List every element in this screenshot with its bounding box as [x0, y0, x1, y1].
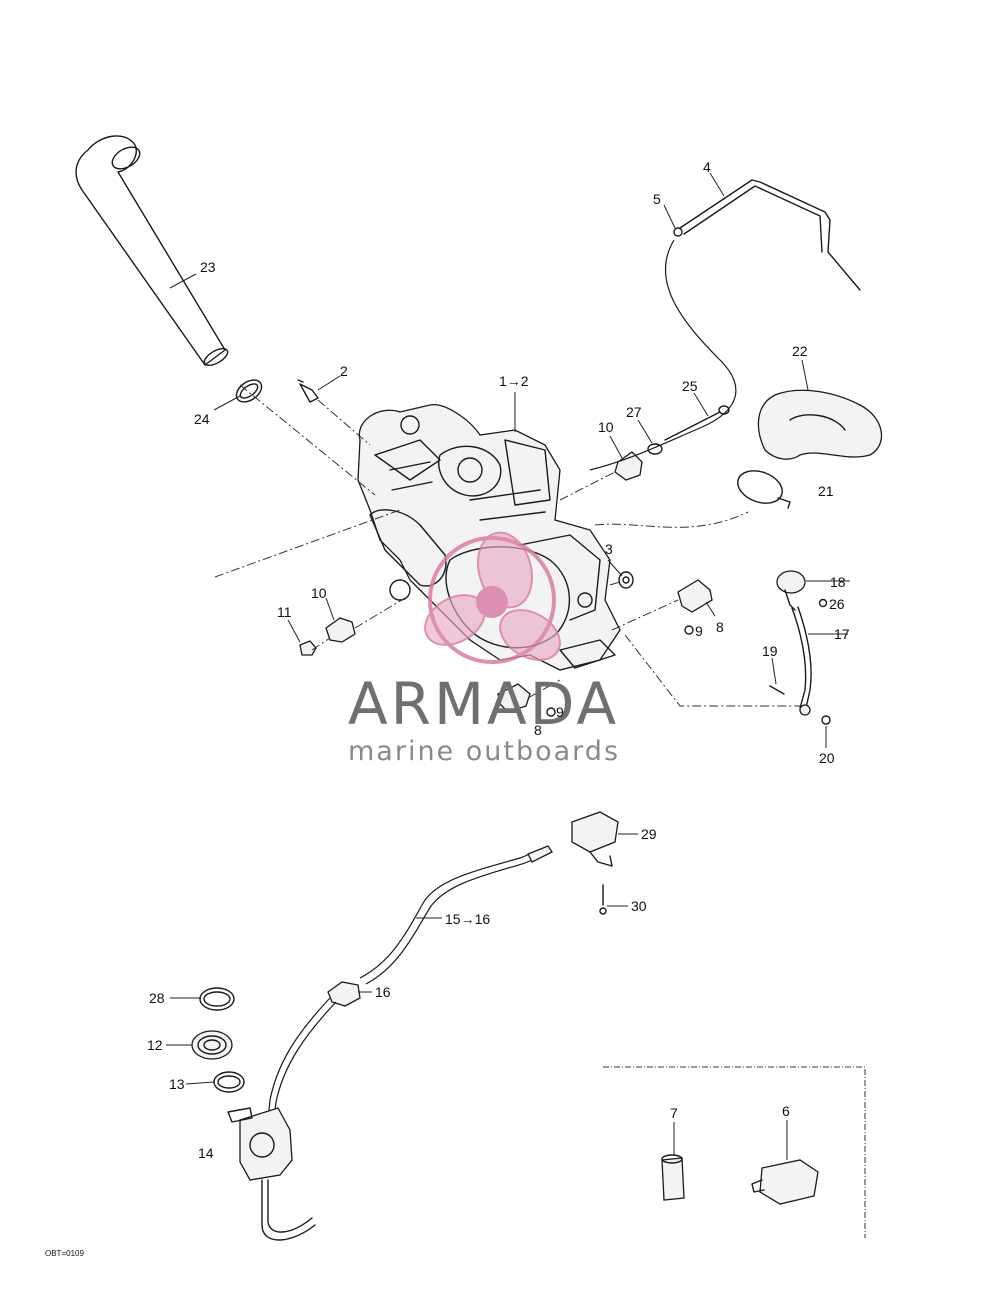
callout-27: 27 [626, 404, 642, 420]
watermark-propeller-logo [424, 531, 561, 664]
callout-24: 24 [194, 411, 210, 427]
reference-code: OBT=0109 [45, 1249, 84, 1258]
callout-13: 13 [169, 1076, 185, 1092]
dash-line-fitting-10 [354, 597, 406, 629]
nut-part-11 [299, 640, 317, 656]
cable-end [527, 845, 553, 863]
callout-23: 23 [200, 259, 216, 275]
fuel-line [267, 997, 331, 1121]
clamp-dash-line [594, 511, 749, 528]
dash-line-hose-engine [239, 384, 376, 496]
callout-10-upper: 10 [598, 419, 614, 435]
module-part-6 [751, 1159, 819, 1205]
fuel-line-b [273, 1001, 337, 1121]
callout-7: 7 [670, 1105, 678, 1121]
plug-part-8-right [677, 579, 713, 613]
callout-3: 3 [605, 541, 613, 557]
dash-line-fitting-10-up [559, 471, 616, 501]
callout-9-right: 9 [695, 623, 703, 639]
screw-part-30 [599, 884, 607, 915]
nut-part-3 [618, 571, 634, 589]
grommet-part-16 [327, 981, 361, 1007]
dash-line-nut-3 [609, 581, 621, 586]
callout-4: 4 [703, 159, 711, 175]
callout-28: 28 [149, 990, 165, 1006]
plug-part-8-lower [497, 683, 531, 713]
inset-box [603, 1066, 866, 1238]
cable-part-15 [359, 847, 546, 979]
screw-part-2 [297, 379, 319, 403]
callout-5: 5 [653, 191, 661, 207]
pump-part-14 [227, 1107, 316, 1241]
callout-12: 12 [147, 1037, 163, 1053]
clamp-part-24 [235, 379, 263, 403]
callout-30: 30 [631, 898, 647, 914]
intake-part-22 [757, 389, 883, 460]
callout-1-2: 1→2 [499, 373, 529, 389]
callout-10-lower: 10 [311, 585, 327, 601]
screw-part-19 [769, 685, 785, 695]
fitting-part-10-lower [325, 617, 356, 643]
callout-20: 20 [819, 750, 835, 766]
dash-line-screw [317, 399, 371, 446]
watermark-brand: ARMADA [348, 670, 619, 738]
callout-15-16: 15→16 [445, 911, 490, 927]
callout-21: 21 [818, 483, 834, 499]
washer-part-27 [647, 443, 663, 455]
callout-14: 14 [198, 1145, 214, 1161]
callout-2: 2 [340, 363, 348, 379]
cable-part-15-b [365, 853, 549, 985]
callout-6: 6 [782, 1103, 790, 1119]
callout-26: 26 [829, 596, 845, 612]
callout-8-right: 8 [716, 619, 724, 635]
nut-part-20 [799, 704, 831, 725]
oring-part-9-right [684, 625, 694, 635]
sensor-part-7 [661, 1154, 685, 1201]
hose-part-23 [75, 135, 229, 367]
washer-part-26 [818, 598, 828, 608]
clamp-part-13 [213, 1071, 245, 1093]
callout-29: 29 [641, 826, 657, 842]
callout-19: 19 [762, 643, 778, 659]
fitting-part-10-upper [614, 451, 643, 481]
dash-line-left [214, 509, 401, 578]
vent-hose [589, 239, 737, 471]
vent-tube-part-4 [679, 179, 861, 291]
switch-part-29 [571, 811, 619, 867]
callout-18: 18 [830, 574, 846, 590]
callout-17: 17 [834, 626, 850, 642]
dash-line-plug-8 [611, 599, 679, 631]
callout-9-lower: 9 [556, 704, 564, 720]
fitting-part-5 [673, 227, 683, 237]
callout-8-lower: 8 [534, 722, 542, 738]
callout-16: 16 [375, 984, 391, 1000]
callout-11: 11 [277, 604, 292, 620]
filter-part-12 [191, 1030, 233, 1060]
callout-25: 25 [682, 378, 698, 394]
dash-line-nut-11 [311, 637, 331, 651]
clamp-part-28 [199, 987, 235, 1011]
watermark-tagline: marine outboards [348, 736, 620, 767]
dash-line-plug-8-lower [527, 679, 561, 699]
oring-part-9-lower [546, 707, 556, 717]
leader-lines [166, 172, 850, 1160]
dash-line-choke [624, 634, 800, 707]
callout-22: 22 [792, 343, 808, 359]
clamp-part-21 [737, 470, 791, 509]
choke-knob-part-18 [776, 570, 806, 611]
bolt-part-25 [664, 405, 730, 441]
choke-rod-part-17 [791, 606, 812, 709]
